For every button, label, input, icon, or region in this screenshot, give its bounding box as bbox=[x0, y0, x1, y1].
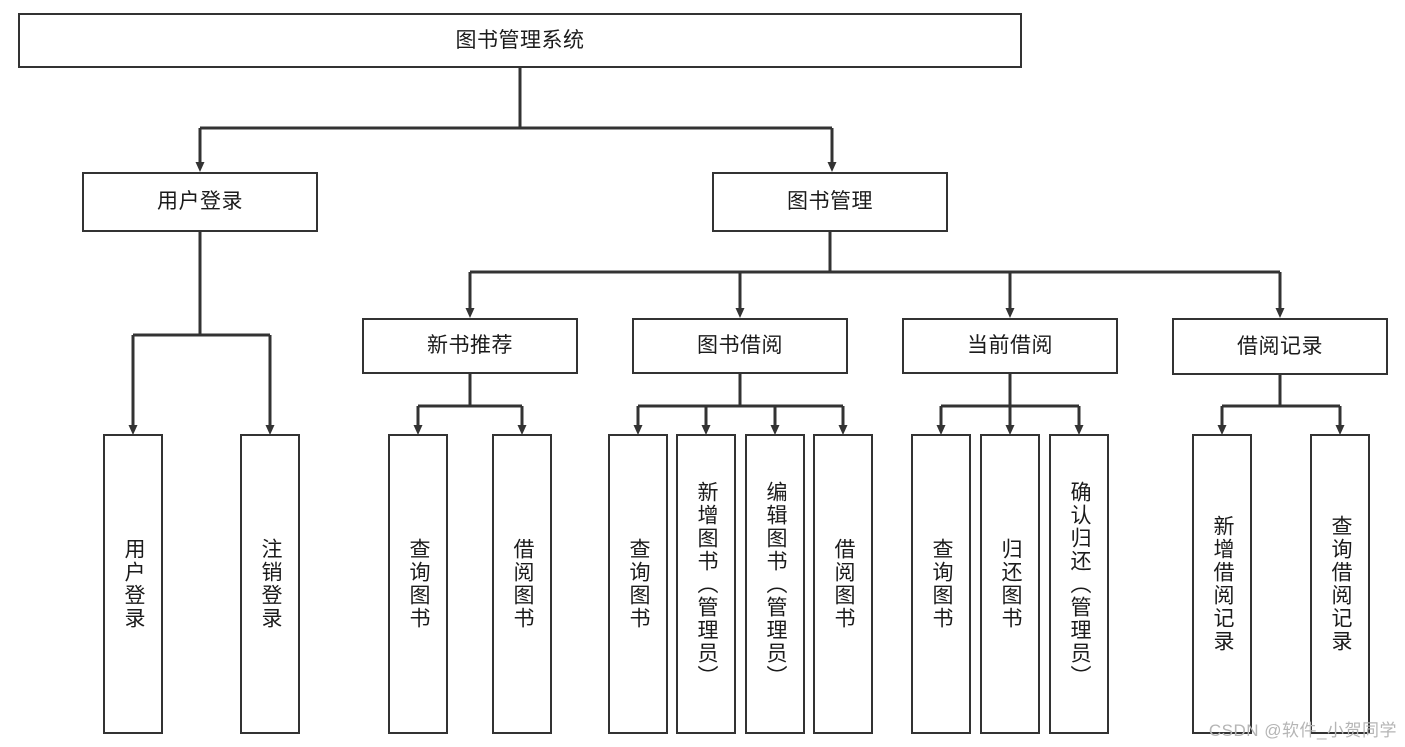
node-root[interactable]: 图书管理系统 bbox=[18, 13, 1022, 68]
leaf-add-record[interactable]: 新增借阅记录 bbox=[1192, 434, 1252, 734]
leaf-return-book-label: 归还图书 bbox=[999, 538, 1023, 630]
node-borrow-record[interactable]: 借阅记录 bbox=[1172, 318, 1388, 375]
node-book-borrow-label: 图书借阅 bbox=[697, 334, 783, 358]
leaf-confirm-return-label: 确认归还（管理员） bbox=[1068, 480, 1092, 688]
node-borrow-record-label: 借阅记录 bbox=[1237, 334, 1323, 358]
leaf-query-book-1[interactable]: 查询图书 bbox=[388, 434, 448, 734]
node-book-manage[interactable]: 图书管理 bbox=[712, 172, 948, 232]
leaf-user-login-label: 用户登录 bbox=[122, 538, 146, 630]
node-new-book-recommend[interactable]: 新书推荐 bbox=[362, 318, 578, 374]
leaf-query-book-3-label: 查询图书 bbox=[930, 538, 954, 630]
node-current-borrow[interactable]: 当前借阅 bbox=[902, 318, 1118, 374]
leaf-query-book-2[interactable]: 查询图书 bbox=[608, 434, 668, 734]
leaf-add-book-label: 新增图书（管理员） bbox=[695, 480, 719, 688]
leaf-borrow-book-2-label: 借阅图书 bbox=[832, 538, 856, 630]
leaf-query-book-2-label: 查询图书 bbox=[627, 538, 651, 630]
leaf-user-login[interactable]: 用户登录 bbox=[103, 434, 163, 734]
csdn-watermark: CSDN @软件_小贺同学 bbox=[1208, 721, 1397, 740]
node-user-login[interactable]: 用户登录 bbox=[82, 172, 318, 232]
node-root-label: 图书管理系统 bbox=[455, 28, 585, 52]
leaf-logout-label: 注销登录 bbox=[259, 538, 283, 630]
leaf-query-record[interactable]: 查询借阅记录 bbox=[1310, 434, 1370, 734]
leaf-query-book-1-label: 查询图书 bbox=[407, 538, 431, 630]
node-book-manage-label: 图书管理 bbox=[787, 190, 873, 214]
node-current-borrow-label: 当前借阅 bbox=[967, 334, 1053, 358]
leaf-borrow-book-1-label: 借阅图书 bbox=[511, 538, 535, 630]
leaf-query-book-3[interactable]: 查询图书 bbox=[911, 434, 971, 734]
node-book-borrow[interactable]: 图书借阅 bbox=[632, 318, 848, 374]
leaf-logout[interactable]: 注销登录 bbox=[240, 434, 300, 734]
leaf-query-record-label: 查询借阅记录 bbox=[1329, 515, 1353, 653]
leaf-add-record-label: 新增借阅记录 bbox=[1211, 515, 1235, 653]
leaf-borrow-book-2[interactable]: 借阅图书 bbox=[813, 434, 873, 734]
leaf-edit-book[interactable]: 编辑图书（管理员） bbox=[745, 434, 805, 734]
leaf-edit-book-label: 编辑图书（管理员） bbox=[764, 480, 788, 688]
leaf-return-book[interactable]: 归还图书 bbox=[980, 434, 1040, 734]
node-user-login-label: 用户登录 bbox=[157, 190, 243, 214]
leaf-borrow-book-1[interactable]: 借阅图书 bbox=[492, 434, 552, 734]
leaf-confirm-return[interactable]: 确认归还（管理员） bbox=[1049, 434, 1109, 734]
leaf-add-book[interactable]: 新增图书（管理员） bbox=[676, 434, 736, 734]
node-new-book-recommend-label: 新书推荐 bbox=[427, 334, 513, 358]
